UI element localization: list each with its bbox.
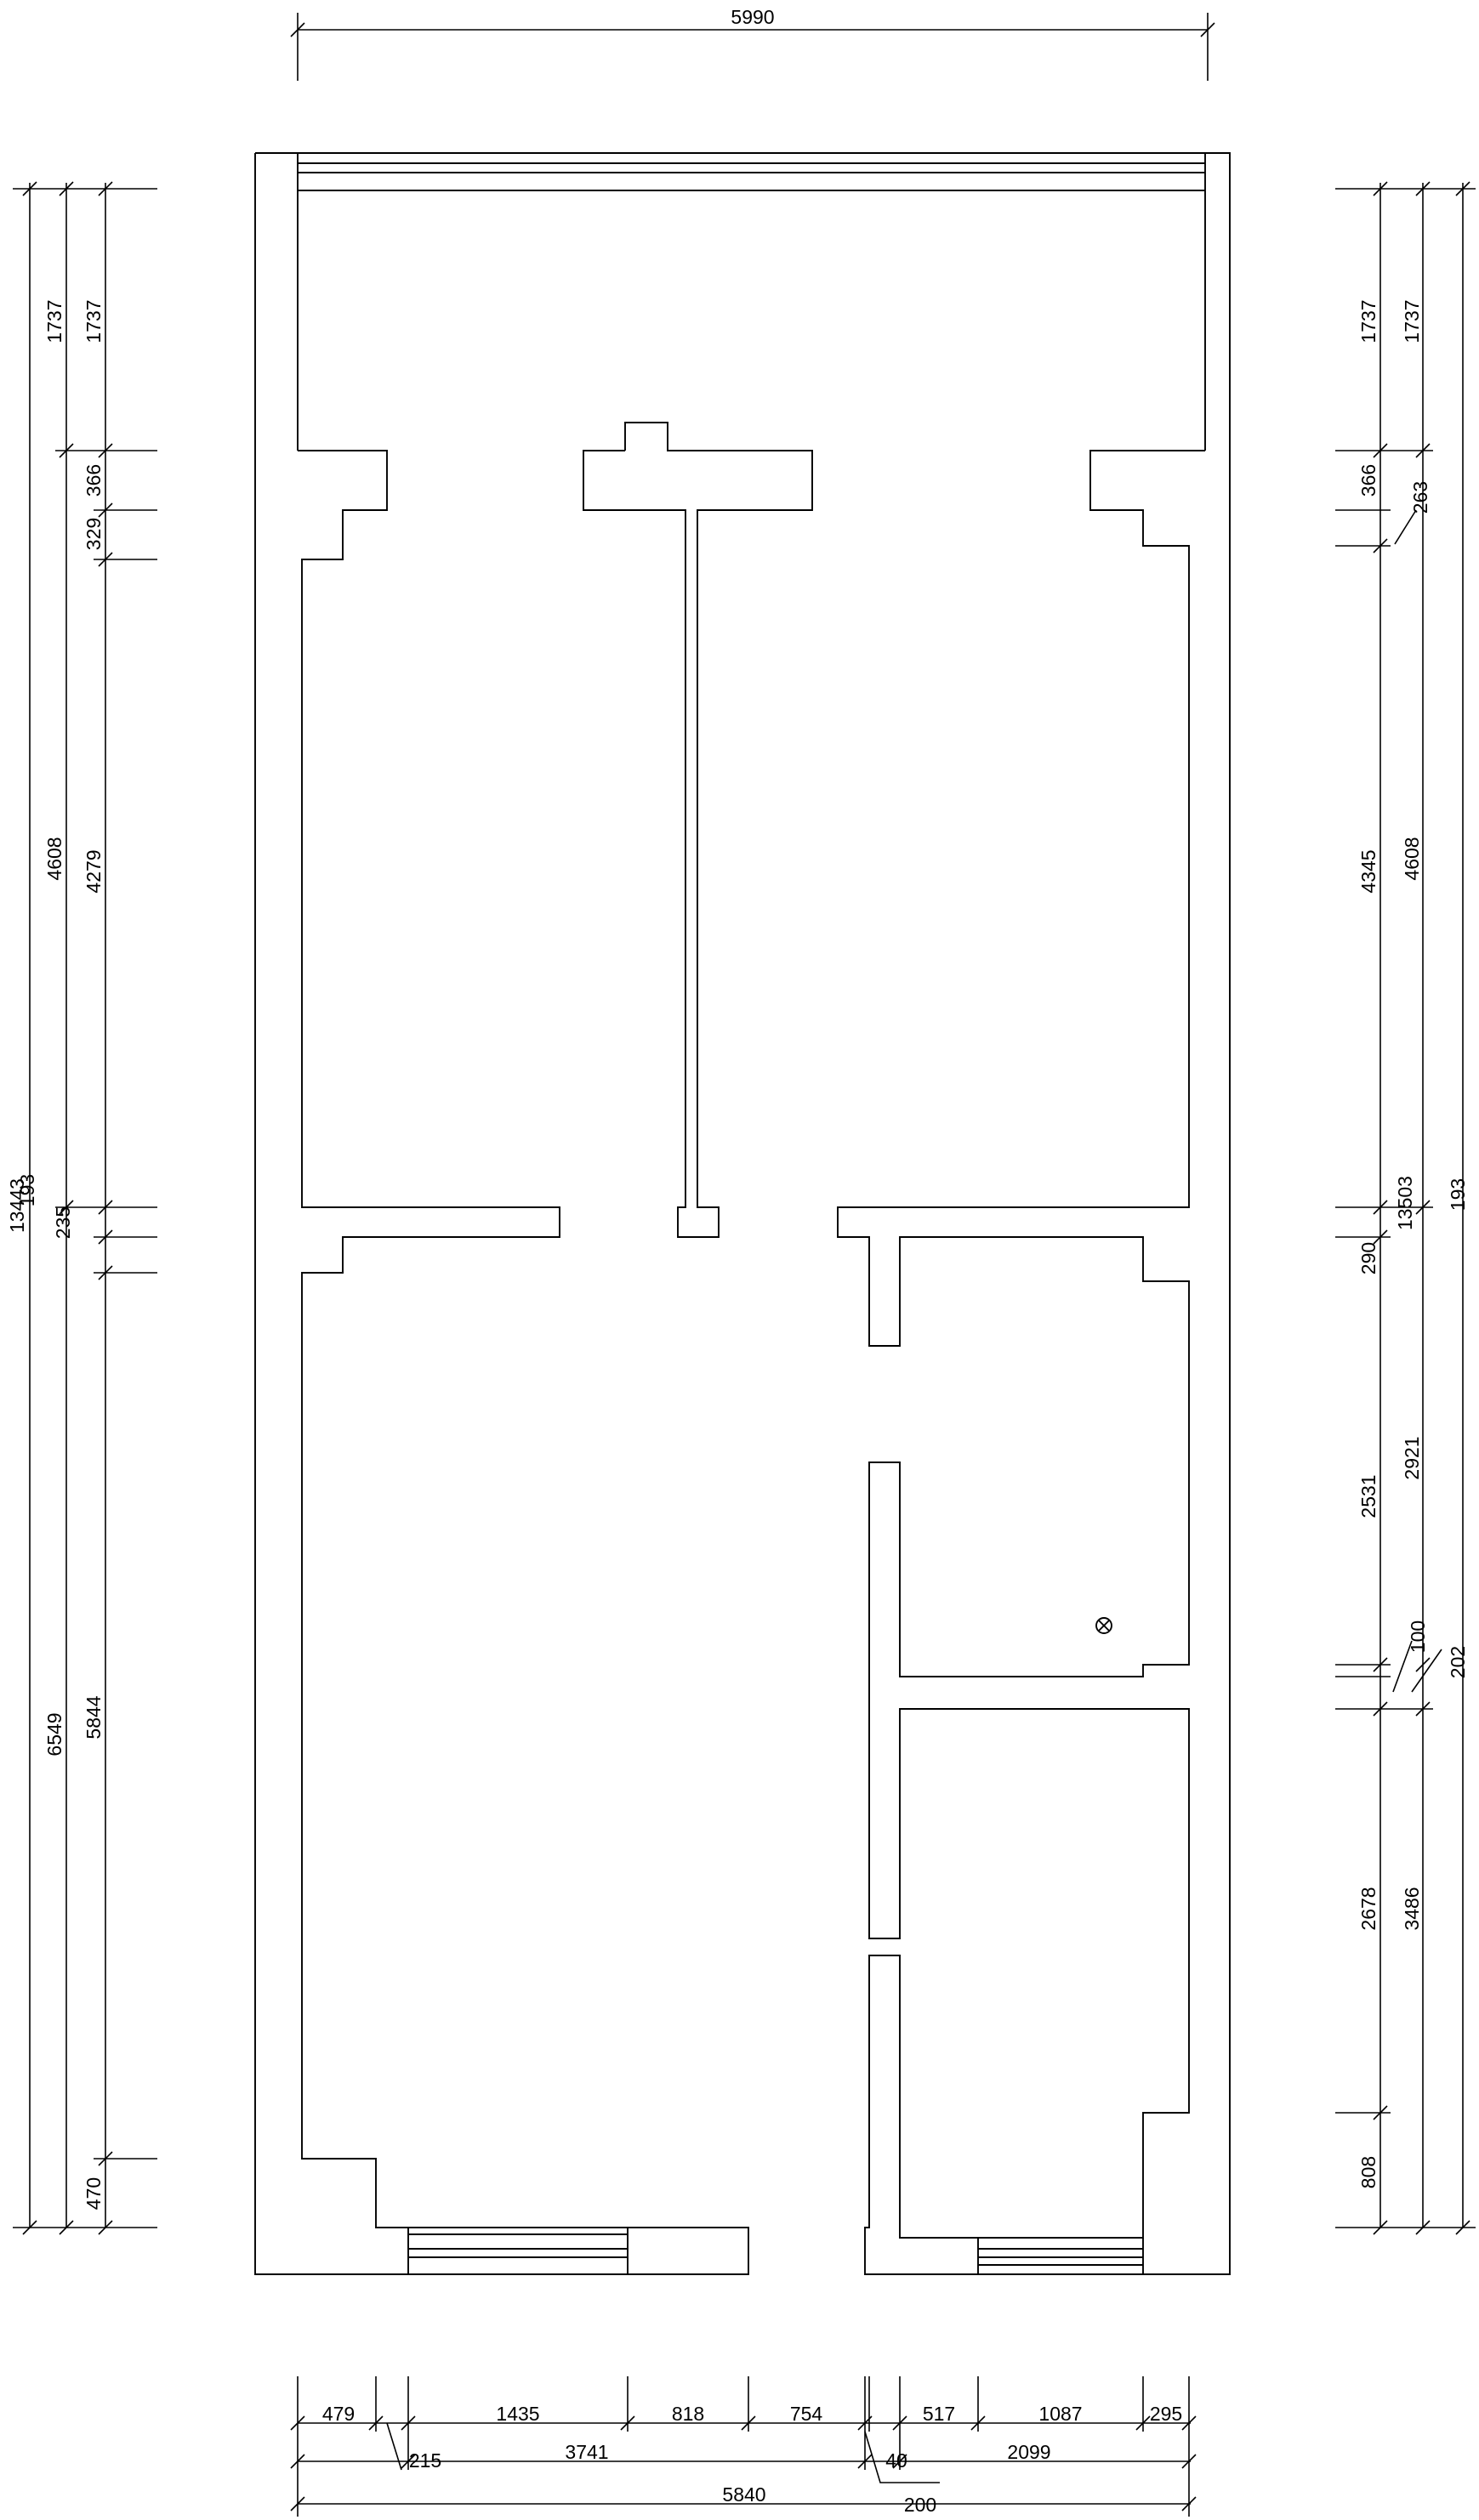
right-overall-dim: 13503 [1394,1176,1416,1230]
right-inner-dim-5: 290 [1357,1242,1379,1274]
bottom-dim-9: 3741 [565,2441,608,2463]
left-outer-dim-1: 1737 [43,299,65,343]
right-inner-dim-1: 1737 [1357,299,1379,343]
right-inner-dim-8: 202 [1447,1646,1469,1678]
right-inner-dim-6: 2531 [1357,1474,1379,1518]
left-inner-dim-1: 1737 [82,299,105,343]
bottom-dim-3: 818 [672,2403,704,2425]
top-overall-dim: 5990 [731,6,774,28]
bottom-overall-dim: 5840 [722,2483,765,2506]
bottom-extra-dim: 200 [904,2494,936,2516]
bottom-dim-6: 1087 [1038,2403,1082,2425]
bottom-dim-1: 479 [322,2403,355,2425]
left-dimensions: 1737 4608 6549 13443 193 1737 366 329 42… [6,181,157,2235]
floor-drain-icon [1095,1617,1112,1634]
bottom-dim-11: 2099 [1007,2441,1050,2463]
left-inner-dim-3: 329 [82,518,105,550]
right-inner-dim-9: 2678 [1357,1887,1379,1930]
left-inner-dim-6: 5844 [82,1695,105,1739]
bottom-dim-5: 517 [923,2403,955,2425]
left-outer-dim-2: 4608 [43,837,65,880]
right-inner-dim-2: 366 [1357,464,1379,497]
right-inner-dim-7: 100 [1407,1620,1429,1653]
right-outer-dim-4: 2921 [1401,1436,1423,1479]
left-overall-dim: 13443 [6,1178,28,1233]
right-outer-dim-2: 4608 [1401,837,1423,880]
left-inner-dim-5: 235 [52,1206,74,1239]
right-inner-dim-4: 4345 [1357,849,1379,893]
right-outer-dim-1: 1737 [1401,299,1423,343]
right-outer-dim-3: 193 [1447,1178,1469,1211]
left-overall-overlap-dim: 193 [16,1174,38,1206]
bottom-dim-4: 754 [790,2403,823,2425]
building-outline [254,152,1231,2275]
left-inner-dim-7: 470 [82,2177,105,2210]
right-dimensions: 1737 366 263 4345 290 2531 100 202 2678 … [1335,181,1476,2235]
bottom-dim-7: 295 [1150,2403,1182,2425]
left-inner-dim-2: 366 [82,464,105,497]
left-outer-dim-3: 6549 [43,1712,65,1756]
bottom-dim-8: 215 [409,2449,441,2472]
bottom-dimensions: 479 1435 818 754 517 1087 295 215 3741 4… [290,2376,1197,2517]
bottom-dim-10: 40 [885,2449,907,2472]
right-inner-dim-10: 808 [1357,2156,1379,2188]
top-dimension: 5990 [290,6,1215,81]
left-inner-dim-4: 4279 [82,849,105,893]
bottom-dim-2: 1435 [496,2403,539,2425]
right-inner-dim-3: 263 [1409,481,1431,514]
right-outer-dim-5: 3486 [1401,1887,1423,1930]
